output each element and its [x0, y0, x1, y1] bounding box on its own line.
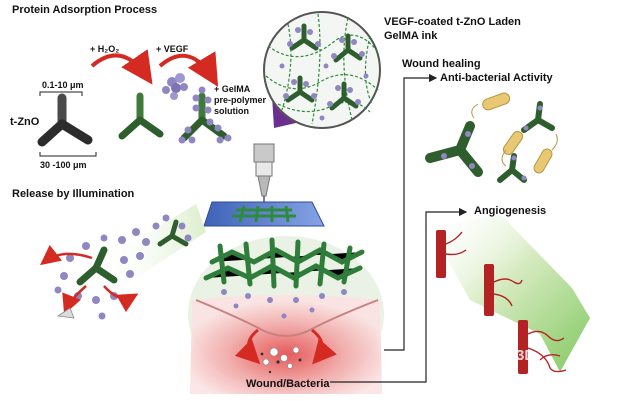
ink-magnifier — [263, 11, 381, 129]
tzno-label: t-ZnO — [10, 116, 40, 128]
ink-label-line2: GelMA ink — [384, 30, 438, 42]
anti-bacterial-label: Anti-bacterial Activity — [440, 72, 553, 84]
ink-label-line1: VEGF-coated t-ZnO Laden — [384, 16, 521, 28]
bioprinter-nozzle — [253, 143, 275, 204]
anti-bacterial-panel — [425, 92, 558, 183]
vegf-add-label: + VEGF — [156, 44, 189, 54]
wound-healing-label: Wound healing — [402, 58, 481, 70]
tetrapod-bare — [37, 93, 93, 147]
angiogenesis-label: Angiogenesis — [474, 205, 547, 217]
vegf-cluster — [162, 73, 188, 100]
connector-wound-healing — [384, 73, 438, 351]
watermark: 极能3D — [486, 347, 536, 364]
wound-site — [188, 236, 384, 394]
size-large-label: 30 -100 μm — [40, 160, 87, 170]
size-bracket-small — [39, 91, 83, 96]
gelma-label-line3: solution — [214, 106, 249, 116]
printing-bed — [203, 201, 325, 227]
gelma-label-line1: + GelMA — [214, 84, 251, 94]
size-bracket-large — [39, 152, 97, 157]
gelma-label-line2: pre-polymer — [214, 95, 267, 105]
adsorption-arrow-1 — [90, 49, 153, 85]
wound-bacteria-label: Wound/Bacteria — [246, 378, 330, 390]
angiogenesis-panel — [430, 214, 590, 374]
release-label: Release by Illumination — [12, 188, 135, 200]
connector-angiogenesis — [330, 207, 468, 383]
adsorption-arrow-2 — [158, 51, 219, 87]
protein-adsorption-title: Protein Adsorption Process — [12, 4, 158, 16]
tetrapod-vegf-coated — [178, 86, 232, 144]
h2o2-label: + H₂O₂ — [90, 44, 120, 54]
size-small-label: 0.1-10 μm — [42, 80, 84, 90]
tetrapod-oxidized — [118, 92, 164, 140]
release-illumination — [40, 204, 206, 320]
